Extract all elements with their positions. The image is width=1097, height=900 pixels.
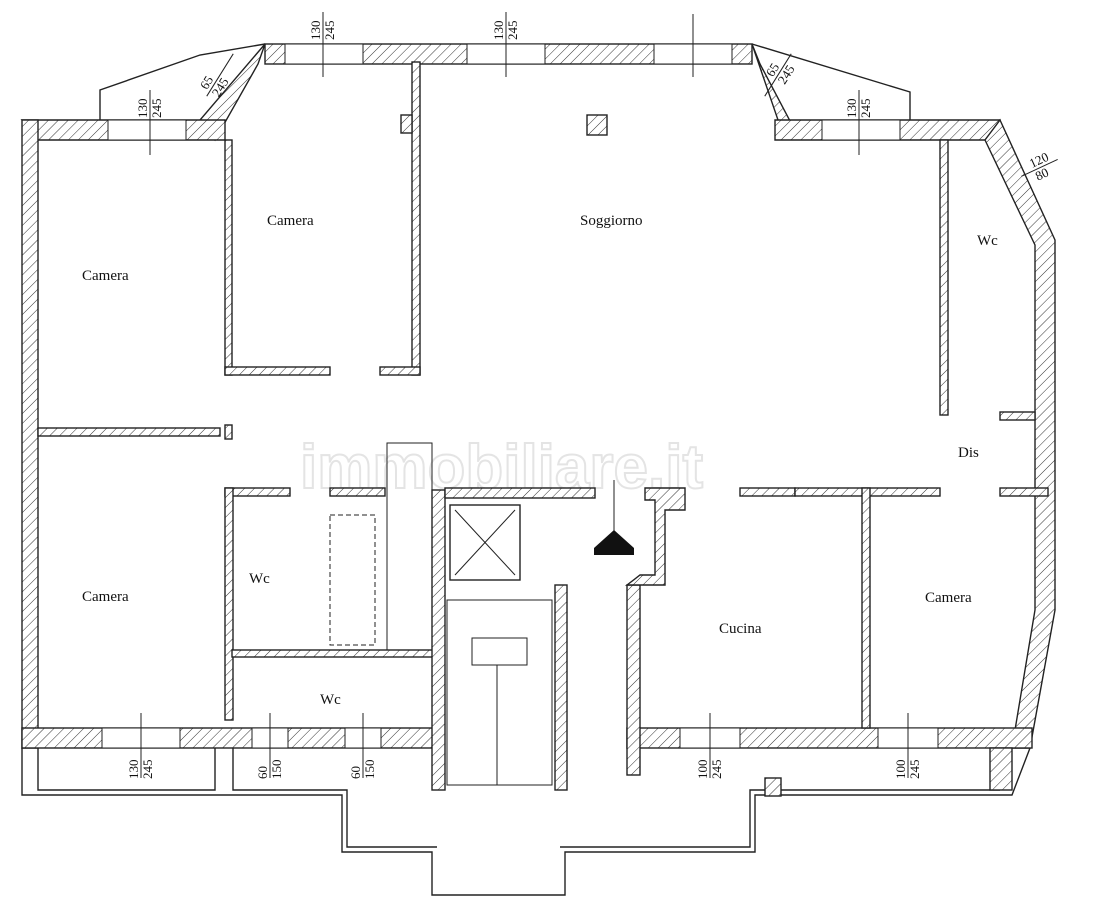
room-label: Wc xyxy=(249,571,270,587)
room-label: Camera xyxy=(82,268,129,284)
room-label: Dis xyxy=(958,445,979,461)
svg-text:245: 245 xyxy=(322,21,337,41)
svg-text:130: 130 xyxy=(135,99,150,119)
svg-text:60: 60 xyxy=(255,766,270,779)
svg-text:245: 245 xyxy=(907,760,922,780)
room-labels: Camera Camera Soggiorno Wc Dis Camera Wc… xyxy=(82,213,998,708)
stairs xyxy=(329,442,553,786)
svg-text:130: 130 xyxy=(844,99,859,119)
room-label: Camera xyxy=(925,590,972,606)
svg-text:100: 100 xyxy=(893,760,908,780)
svg-text:120: 120 xyxy=(1027,149,1051,171)
svg-text:100: 100 xyxy=(695,760,710,780)
svg-text:150: 150 xyxy=(269,760,284,780)
svg-text:245: 245 xyxy=(709,760,724,780)
svg-text:130: 130 xyxy=(491,21,506,41)
svg-text:60: 60 xyxy=(348,766,363,779)
svg-text:80: 80 xyxy=(1033,164,1051,183)
room-label: Wc xyxy=(320,692,341,708)
svg-text:245: 245 xyxy=(149,99,164,119)
balcony xyxy=(21,747,1031,896)
room-label: Wc xyxy=(977,233,998,249)
svg-text:245: 245 xyxy=(858,99,873,119)
svg-text:130: 130 xyxy=(126,760,141,780)
room-label: Camera xyxy=(267,213,314,229)
entrance-arrow xyxy=(594,480,634,555)
svg-text:245: 245 xyxy=(140,760,155,780)
room-label: Soggiorno xyxy=(580,213,643,229)
svg-text:245: 245 xyxy=(505,21,520,41)
exterior-walls xyxy=(20,43,1056,749)
room-label: Camera xyxy=(82,589,129,605)
room-label: Cucina xyxy=(719,621,762,637)
svg-text:150: 150 xyxy=(362,760,377,780)
interior-walls xyxy=(37,61,1049,791)
svg-text:130: 130 xyxy=(308,21,323,41)
